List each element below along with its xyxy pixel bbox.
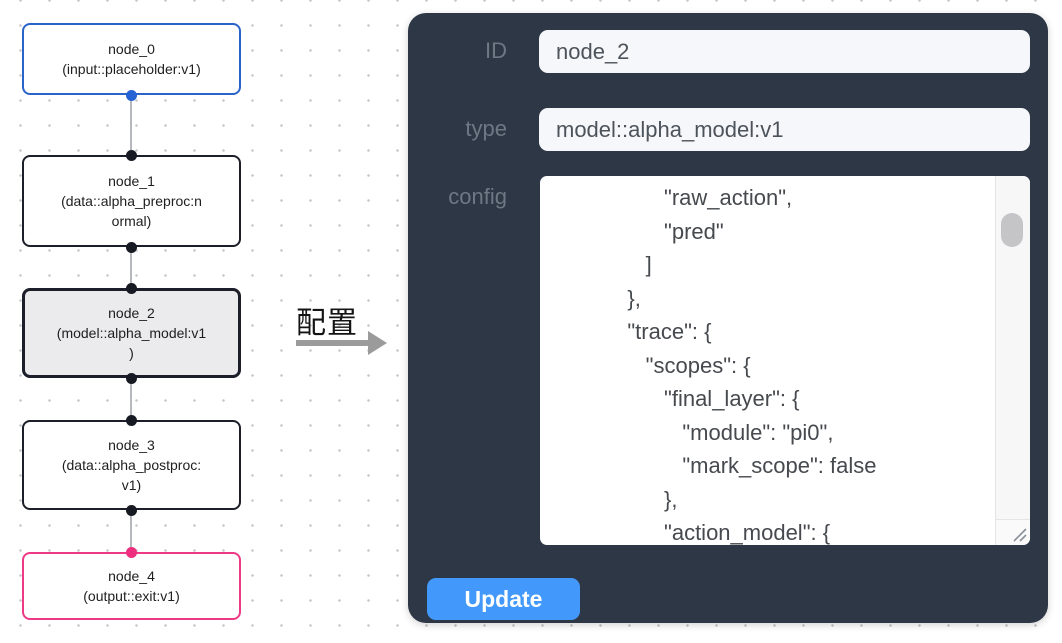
flow-node-node-2-selected[interactable]: node_2 (model::alpha_model:v1 ) [22,288,241,378]
connection-handle[interactable] [126,505,137,516]
config-scrollbar[interactable] [995,176,1030,545]
flow-edge [130,378,132,420]
flow-node-node-0[interactable]: node_0 (input::placeholder:v1) [22,23,241,95]
config-editor[interactable]: "raw_action", "pred" ] }, "trace": { "sc… [540,176,1030,545]
id-label: ID [485,38,507,63]
config-panel: ID type config "raw_action", "pred" ] },… [408,13,1048,623]
node-label: node_1 (data::alpha_preproc:n ormal) [61,173,202,229]
config-scrollbar-thumb[interactable] [1001,213,1023,247]
update-button[interactable]: Update [427,578,580,620]
node-label: node_0 (input::placeholder:v1) [62,41,201,77]
node-label: node_4 (output::exit:v1) [83,568,180,604]
config-label: config [448,184,507,209]
connection-handle[interactable] [126,373,137,384]
connection-handle[interactable] [126,283,137,294]
connection-handle[interactable] [126,150,137,161]
type-label: type [465,116,507,141]
resize-handle[interactable] [995,519,1030,545]
annotation-label: 配置 [296,307,358,340]
flow-edge [130,95,132,155]
flow-node-node-1[interactable]: node_1 (data::alpha_preproc:n ormal) [22,155,241,247]
flow-node-node-3[interactable]: node_3 (data::alpha_postproc: v1) [22,420,241,510]
node-label: node_3 (data::alpha_postproc: v1) [61,437,202,493]
connection-handle[interactable] [126,242,137,253]
right-arrow-icon [368,331,387,355]
node-label: node_2 (model::alpha_model:v1 ) [56,305,207,361]
flow-edge [130,510,132,552]
flow-node-node-4[interactable]: node_4 (output::exit:v1) [22,552,241,620]
connection-handle[interactable] [126,415,137,426]
right-arrow-icon [296,340,368,346]
resize-grip-icon [1013,528,1027,542]
type-input[interactable] [539,108,1030,151]
id-input[interactable] [539,30,1030,73]
connection-handle[interactable] [126,547,137,558]
config-json-text[interactable]: "raw_action", "pred" ] }, "trace": { "sc… [627,185,877,545]
flow-edge [130,247,132,288]
connection-handle[interactable] [126,90,137,101]
